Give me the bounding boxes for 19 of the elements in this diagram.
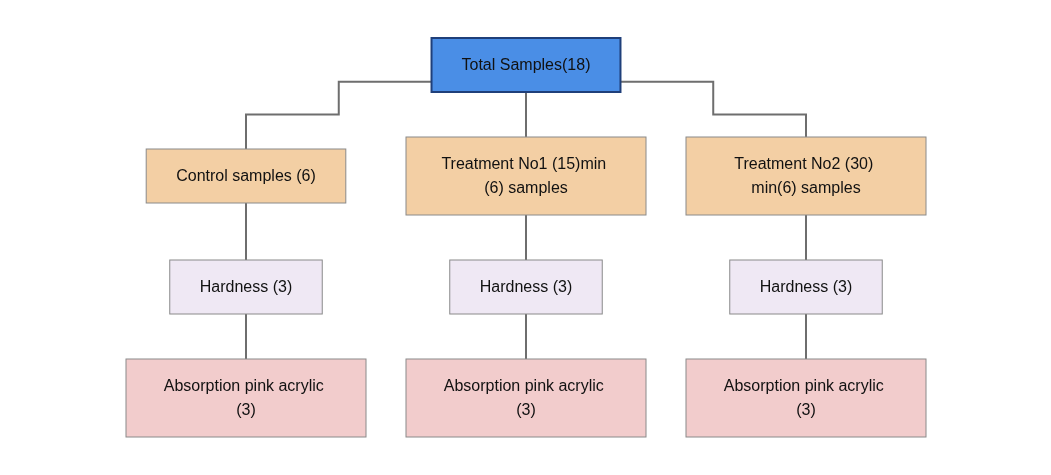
node-box: Treatment No2 (30) min(6) samples xyxy=(685,136,926,216)
node-box: Treatment No1 (15)min (6) samples xyxy=(405,136,646,216)
node-box: Hardness (3) xyxy=(448,259,603,315)
node-box: Absorption pink acrylic (3) xyxy=(125,358,366,438)
node-box: Hardness (3) xyxy=(728,259,883,315)
connector xyxy=(524,91,527,138)
node-box: Hardness (3) xyxy=(168,259,323,315)
connector xyxy=(524,313,527,360)
node-box: Absorption pink acrylic (3) xyxy=(685,358,926,438)
connector xyxy=(804,214,807,261)
connector xyxy=(619,80,807,138)
node-box: Control samples (6) xyxy=(145,148,346,204)
connector xyxy=(244,80,432,150)
node-box: Absorption pink acrylic (3) xyxy=(405,358,646,438)
connector xyxy=(244,313,247,360)
connector xyxy=(524,214,527,261)
connector xyxy=(244,202,247,261)
connector xyxy=(804,313,807,360)
node-box: Total Samples(18) xyxy=(430,37,621,93)
